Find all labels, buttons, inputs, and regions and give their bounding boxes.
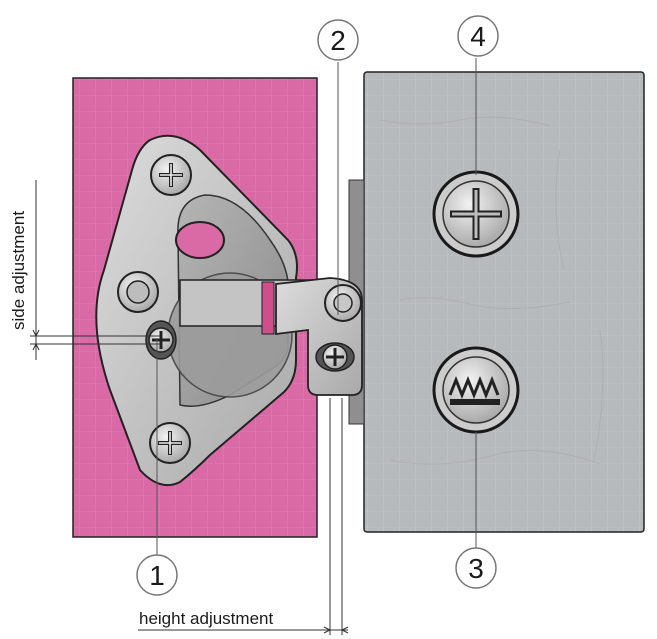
callout-4-number: 4	[470, 21, 486, 52]
knuckle-cam	[324, 284, 362, 322]
cabinet-screw-4	[432, 170, 520, 258]
callout-2: 2	[317, 19, 359, 61]
callout-1-number: 1	[149, 560, 165, 591]
callout-4: 4	[457, 15, 499, 57]
side-adjust-screw	[145, 320, 177, 360]
hinge-screw-bottom	[149, 422, 191, 464]
cabinet-texture	[379, 116, 604, 465]
hinge-oval-hole	[175, 221, 225, 259]
side-adjustment-label: side adjustment	[9, 211, 28, 330]
cabinet-screw-3	[432, 346, 520, 434]
callout-1: 1	[136, 554, 178, 596]
height-adjustment-label: height adjustment	[139, 609, 273, 628]
callout-3: 3	[455, 547, 497, 589]
height-adjust-screw	[315, 342, 355, 372]
callout-3-number: 3	[468, 553, 484, 584]
hinge-screw-top	[150, 154, 192, 196]
hinge-link-slot	[261, 281, 275, 335]
side-adjustment-dimension	[30, 180, 160, 360]
height-adjustment-dimension	[138, 398, 349, 635]
callout-2-number: 2	[330, 25, 346, 56]
side-cam	[117, 271, 159, 313]
leader-lines	[156, 58, 477, 555]
